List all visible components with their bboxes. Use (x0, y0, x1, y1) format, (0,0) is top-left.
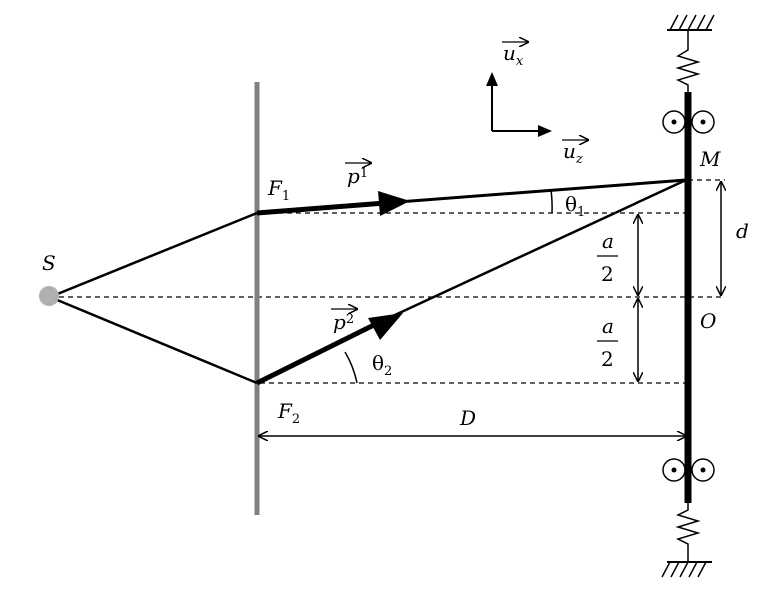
bottom-spring (675, 503, 701, 562)
top-hatch (669, 14, 715, 31)
label-p1: p1 (345, 163, 371, 188)
svg-text:2: 2 (601, 347, 614, 371)
label-d: d (736, 219, 749, 243)
arrow-p2 (368, 313, 403, 340)
ray-f1-m-thick (256, 200, 386, 216)
label-source: S (42, 251, 56, 275)
label-D: D (459, 406, 476, 430)
ray-s-f1 (49, 211, 258, 299)
label-ux: ux (502, 41, 528, 69)
label-f2: F2 (277, 399, 300, 427)
label-theta2: θ2 (372, 351, 392, 379)
label-p2: p2 (331, 309, 357, 334)
label-a-half-lower: a 2 (597, 314, 618, 371)
arc-theta1 (550, 189, 553, 214)
svg-text:p2: p2 (333, 310, 354, 334)
svg-text:p1: p1 (347, 164, 368, 188)
svg-text:a: a (602, 314, 614, 338)
arc-theta2 (344, 351, 358, 384)
source-point (39, 286, 59, 306)
ray-s-f2 (49, 295, 258, 385)
svg-text:2: 2 (601, 262, 614, 286)
label-uz: uz (562, 139, 588, 167)
ray-f2-m-thick (255, 318, 384, 386)
label-f1: F1 (267, 176, 290, 204)
ray-f1-m (384, 178, 687, 205)
top-rollers (662, 110, 715, 134)
svg-text:ux: ux (503, 41, 524, 69)
arrow-p1 (378, 191, 410, 216)
top-spring (675, 30, 701, 92)
svg-text:a: a (602, 229, 614, 253)
label-m: M (699, 147, 721, 171)
ray-f2-m (381, 178, 687, 323)
label-o: O (700, 309, 716, 333)
bottom-hatch (661, 561, 707, 578)
svg-text:uz: uz (563, 139, 583, 167)
bottom-rollers (662, 458, 715, 482)
label-theta1: θ1 (565, 192, 585, 220)
label-a-half-upper: a 2 (597, 229, 618, 286)
